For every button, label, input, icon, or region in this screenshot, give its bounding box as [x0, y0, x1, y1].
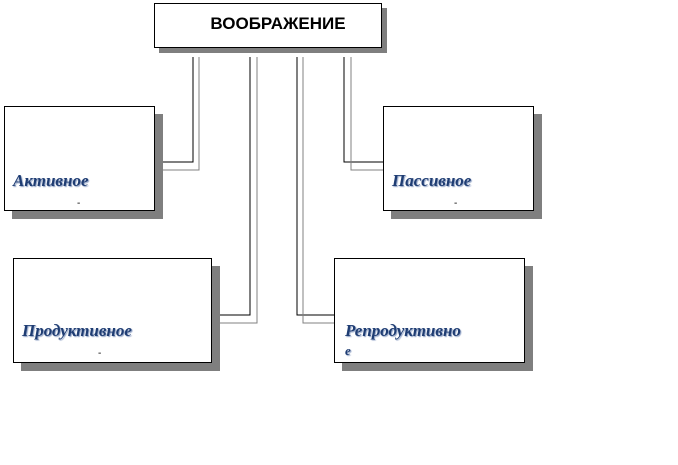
connector-passive	[343, 57, 383, 163]
node-reproductive-label-wrap: е	[345, 343, 351, 358]
connector-reproductive	[296, 57, 334, 316]
node-passive: Пассивное -	[383, 106, 534, 211]
node-productive: Продуктивное -	[13, 258, 212, 363]
title-box: ВООБРАЖЕНИЕ	[154, 3, 382, 48]
node-reproductive: Репродуктивно е	[334, 258, 525, 363]
connector-productive-shadow	[220, 57, 258, 324]
node-productive-mark: -	[98, 348, 102, 359]
node-productive-label: Продуктивное	[22, 321, 132, 340]
connector-active-shadow	[162, 57, 200, 171]
node-passive-label: Пассивное	[392, 171, 472, 190]
connector-reproductive-shadow	[302, 57, 334, 324]
node-active-mark: -	[77, 198, 81, 209]
diagram-title: ВООБРАЖЕНИЕ	[210, 14, 346, 33]
connector-passive-shadow	[350, 57, 383, 171]
node-passive-mark: -	[454, 198, 458, 209]
node-active-label: Активное	[13, 171, 89, 190]
node-reproductive-label: Репродуктивно	[345, 321, 461, 340]
connector-productive	[220, 57, 251, 316]
node-active: Активное -	[4, 106, 155, 211]
connector-active	[162, 57, 194, 163]
